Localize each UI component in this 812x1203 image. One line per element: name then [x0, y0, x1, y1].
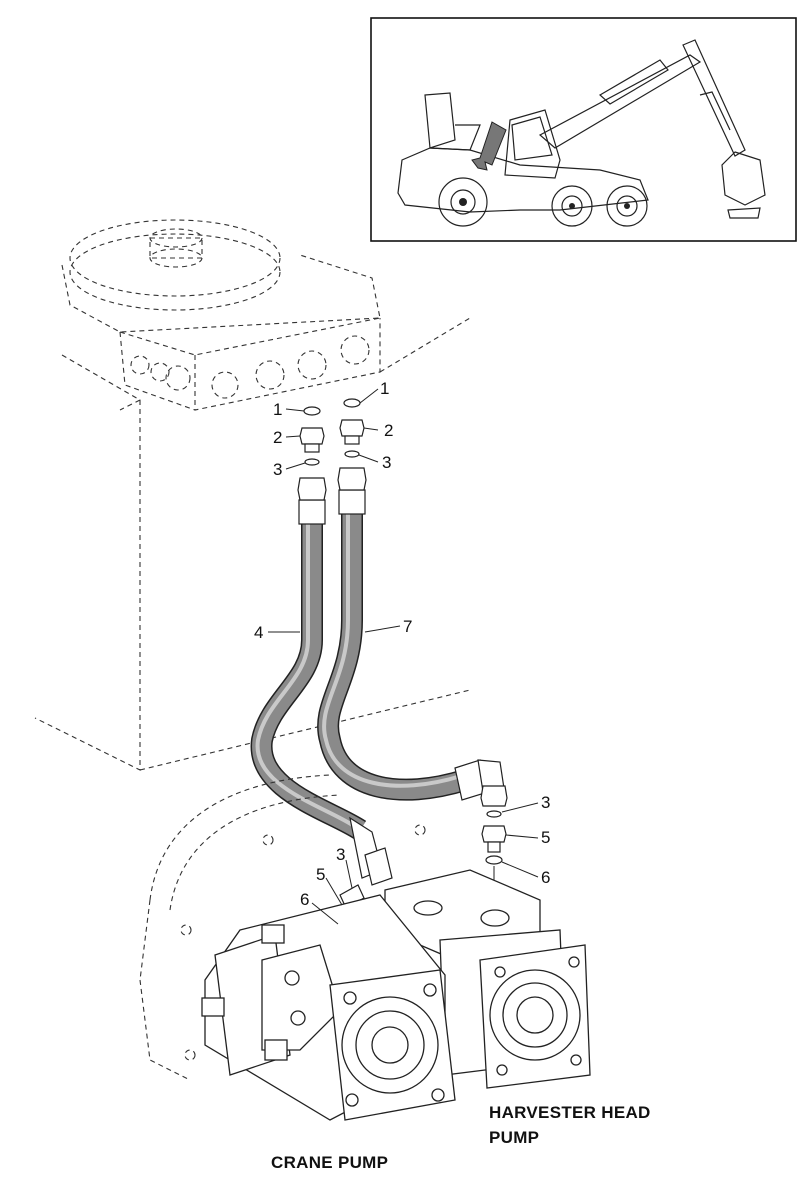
callout-6-crane: 6 [300, 890, 309, 909]
harvester-pump-caption-line2: PUMP [489, 1128, 539, 1147]
leader-lines [268, 388, 539, 925]
o-ring-1 [303, 406, 321, 416]
dashed-gearbox [139, 774, 426, 1081]
callout-2-left: 2 [273, 428, 282, 447]
harvester-head-mini [721, 151, 766, 206]
harvester-pump-caption-line1: HARVESTER HEAD [489, 1103, 651, 1122]
machine-wheels [438, 177, 648, 227]
crane-jib [682, 39, 746, 157]
harvester-head-pump [384, 869, 591, 1089]
hose-4 [250, 499, 393, 886]
fitting-stack-left [297, 406, 327, 501]
bolt-head [261, 924, 285, 944]
o-ring-3 [304, 458, 320, 466]
adapter-2 [299, 427, 325, 445]
callout-1-right: 1 [380, 379, 389, 398]
inset-frame [370, 17, 797, 242]
callout-5-crane: 5 [316, 865, 325, 884]
crane-pump-caption: CRANE PUMP [271, 1153, 388, 1172]
hose-7 [317, 489, 506, 801]
callout-3-right: 3 [382, 453, 391, 472]
callout-1-left: 1 [273, 400, 282, 419]
callout-6-harvester: 6 [541, 868, 550, 887]
fitting-stack-harvester [480, 785, 508, 915]
callout-2-right: 2 [384, 421, 393, 440]
callout-3-harvester: 3 [541, 793, 550, 812]
callout-3-left: 3 [273, 460, 282, 479]
machine-hood [424, 92, 456, 149]
machine-cab [504, 109, 561, 179]
pump-captions: HARVESTER HEAD PUMP CRANE PUMP [271, 1103, 651, 1172]
callout-7-hose: 7 [403, 617, 412, 636]
machine-overview-inset [370, 17, 797, 242]
crane-pump [201, 894, 456, 1121]
callout-labels: 1 2 3 1 2 3 4 7 3 5 6 3 5 6 [254, 379, 550, 909]
location-arrow-icon [471, 121, 507, 171]
swivel-nut [297, 477, 327, 501]
fitting-stack-right [337, 398, 367, 491]
callout-5-harvester: 5 [541, 828, 550, 847]
callout-3-crane: 3 [336, 845, 345, 864]
callout-4-hose: 4 [254, 623, 263, 642]
hydraulic-tank-outline [34, 219, 471, 771]
crane-boom [538, 54, 702, 149]
